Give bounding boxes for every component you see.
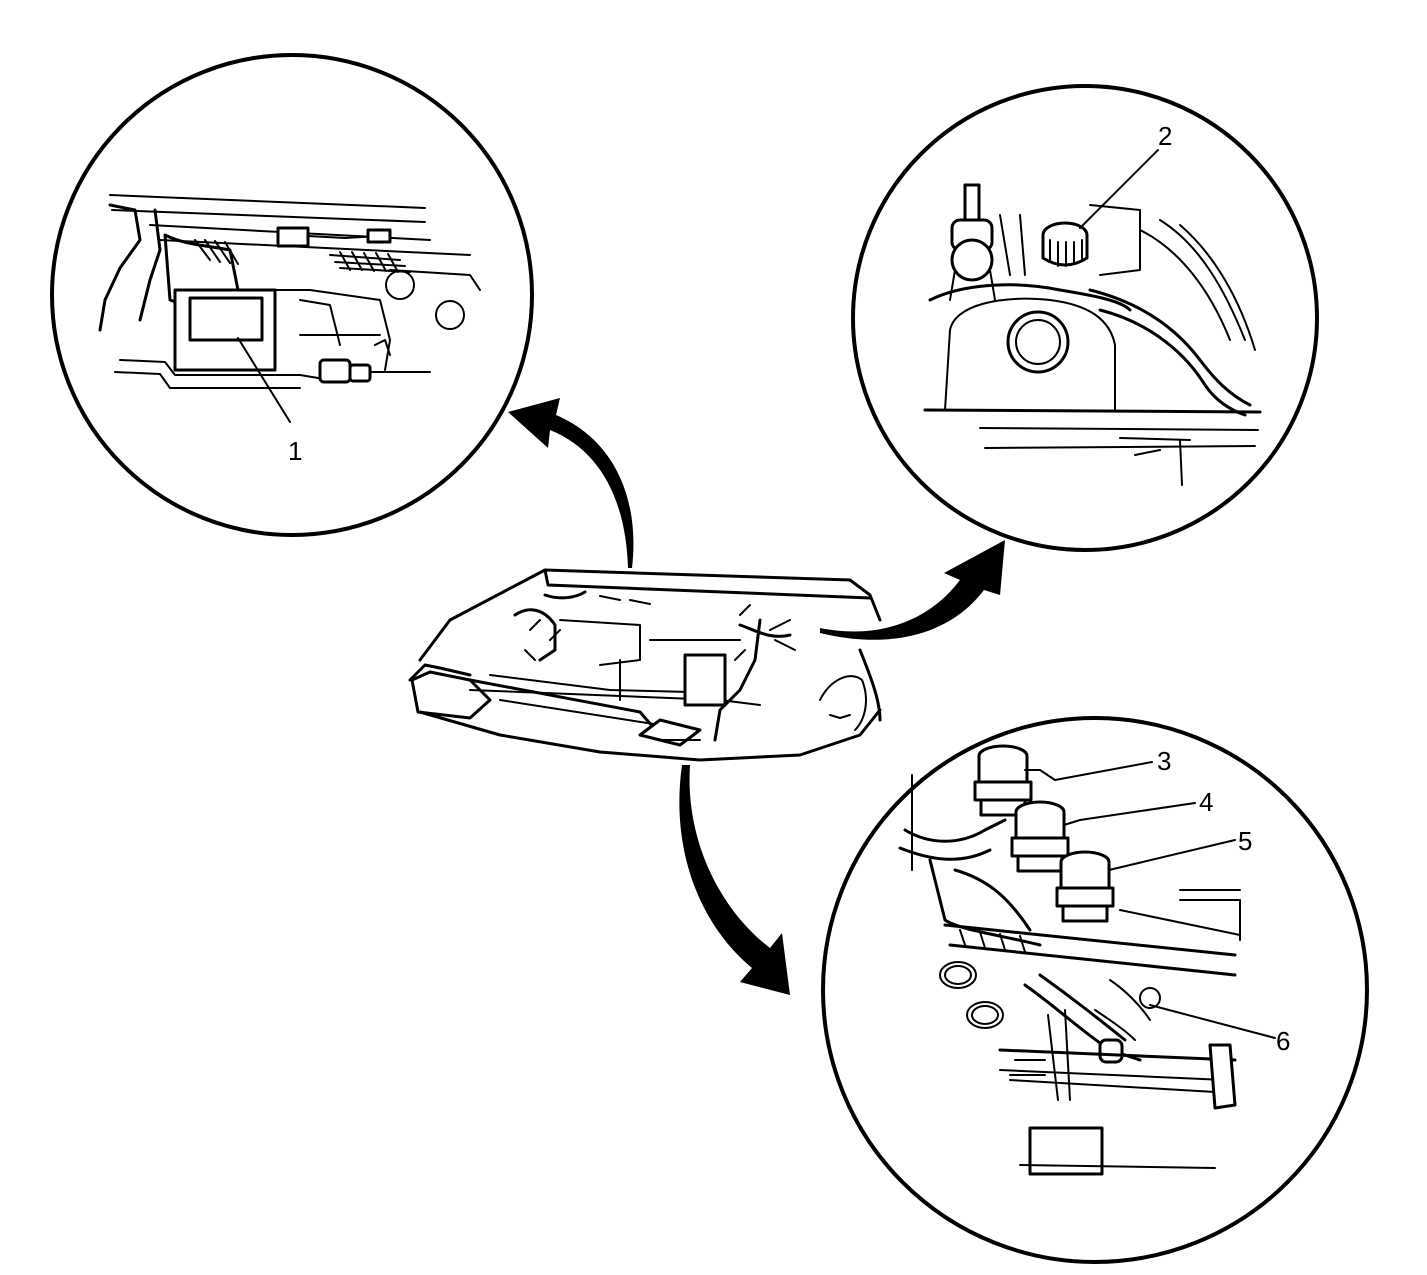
callout-1: 1 xyxy=(288,436,302,466)
leader-line-3 xyxy=(1024,761,1153,781)
detail-circle-a xyxy=(50,53,534,537)
detail-c-artwork xyxy=(898,744,1276,1176)
callout-5: 5 xyxy=(1238,826,1252,856)
detail-a-artwork xyxy=(98,194,481,423)
arrow-to-detail-c xyxy=(679,765,790,995)
vehicle-front-overview xyxy=(408,568,882,762)
relay-3 xyxy=(973,744,1033,817)
leader-line-5 xyxy=(1108,839,1236,871)
callout-4: 4 xyxy=(1199,787,1213,817)
leader-line-6 xyxy=(1149,1004,1276,1039)
relay-5 xyxy=(1055,850,1115,923)
arrow-to-detail-a xyxy=(508,398,634,568)
callout-6: 6 xyxy=(1276,1026,1290,1056)
detail-circle-b xyxy=(851,84,1319,552)
callout-2: 2 xyxy=(1158,121,1172,151)
leader-line-1 xyxy=(237,337,291,423)
hose-clamp xyxy=(1098,1038,1124,1064)
detail-view-b: 2 xyxy=(851,84,1319,552)
leader-line-4 xyxy=(1063,802,1196,826)
detail-circle-c xyxy=(821,716,1369,1264)
detail-view-a: 1 xyxy=(50,53,534,537)
detail-view-c: 3 4 5 6 xyxy=(821,716,1369,1264)
arrow-to-detail-b xyxy=(820,540,1005,640)
detail-b-artwork xyxy=(923,149,1262,486)
relay-4 xyxy=(1010,800,1070,873)
leader-line-2 xyxy=(1079,149,1159,229)
callout-3: 3 xyxy=(1157,746,1171,776)
